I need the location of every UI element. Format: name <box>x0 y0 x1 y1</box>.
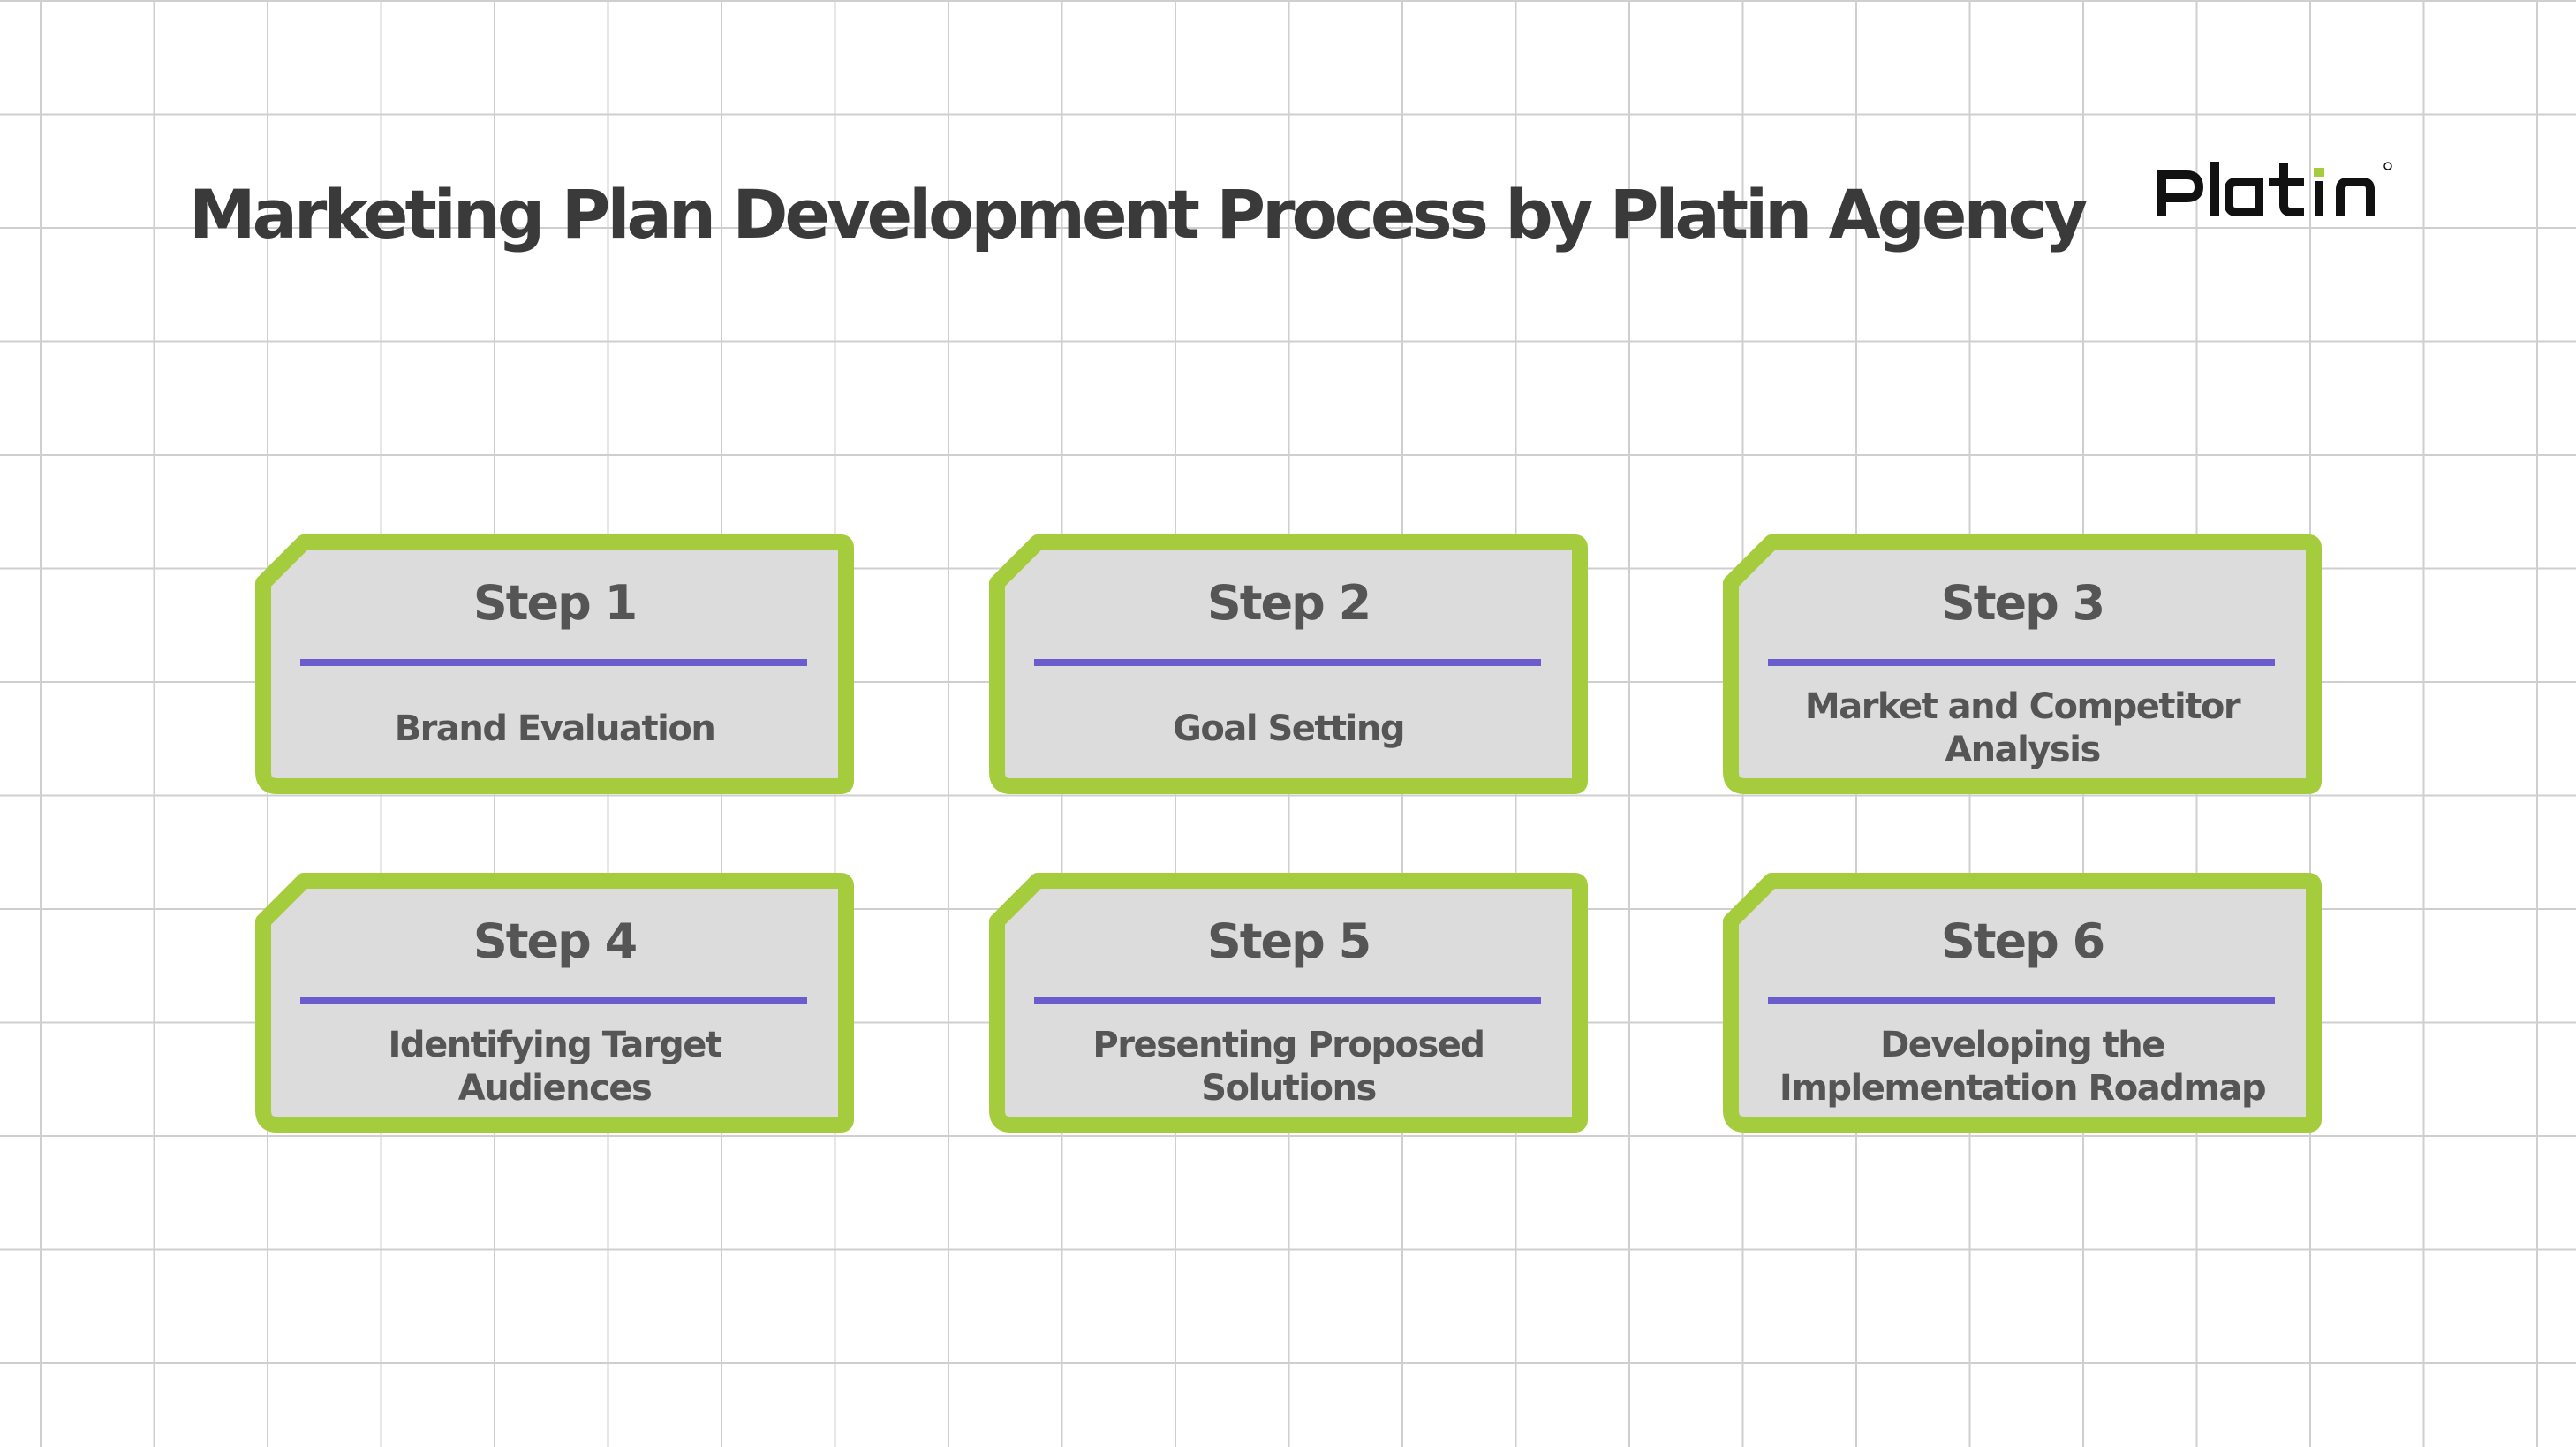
step-label: Step 1 <box>472 575 638 631</box>
step-card-5: Step 5 Presenting Proposed Solutions <box>988 872 1589 1133</box>
step-divider <box>300 997 807 1004</box>
step-card-3: Step 3 Market and Competitor Analysis <box>1722 534 2323 795</box>
platin-logo <box>2157 162 2392 216</box>
step-description: Developing the Implementation Roadmap <box>1779 1025 2267 1109</box>
step-label: Step 2 <box>1206 575 1371 631</box>
step-description: Goal Setting <box>1173 708 1405 749</box>
step-description: Market and Competitor Analysis <box>1804 686 2241 770</box>
step-description: Identifying Target Audiences <box>388 1025 722 1109</box>
page-title: Marketing Plan Development Process by Pl… <box>189 175 2088 254</box>
step-divider <box>1034 659 1541 666</box>
step-divider <box>1768 659 2275 666</box>
step-description: Presenting Proposed Solutions <box>1092 1025 1485 1109</box>
step-card-6: Step 6 Developing the Implementation Roa… <box>1722 872 2323 1133</box>
step-divider <box>1034 997 1541 1004</box>
step-card-1: Step 1 Brand Evaluation <box>254 534 855 795</box>
step-divider <box>1768 997 2275 1004</box>
step-description: Brand Evaluation <box>394 708 716 749</box>
step-label: Step 3 <box>1940 575 2105 631</box>
step-label: Step 6 <box>1940 913 2105 969</box>
step-card-2: Step 2 Goal Setting <box>988 534 1589 795</box>
step-label: Step 4 <box>472 913 638 969</box>
step-label: Step 5 <box>1206 913 1371 969</box>
step-card-4: Step 4 Identifying Target Audiences <box>254 872 855 1133</box>
step-divider <box>300 659 807 666</box>
